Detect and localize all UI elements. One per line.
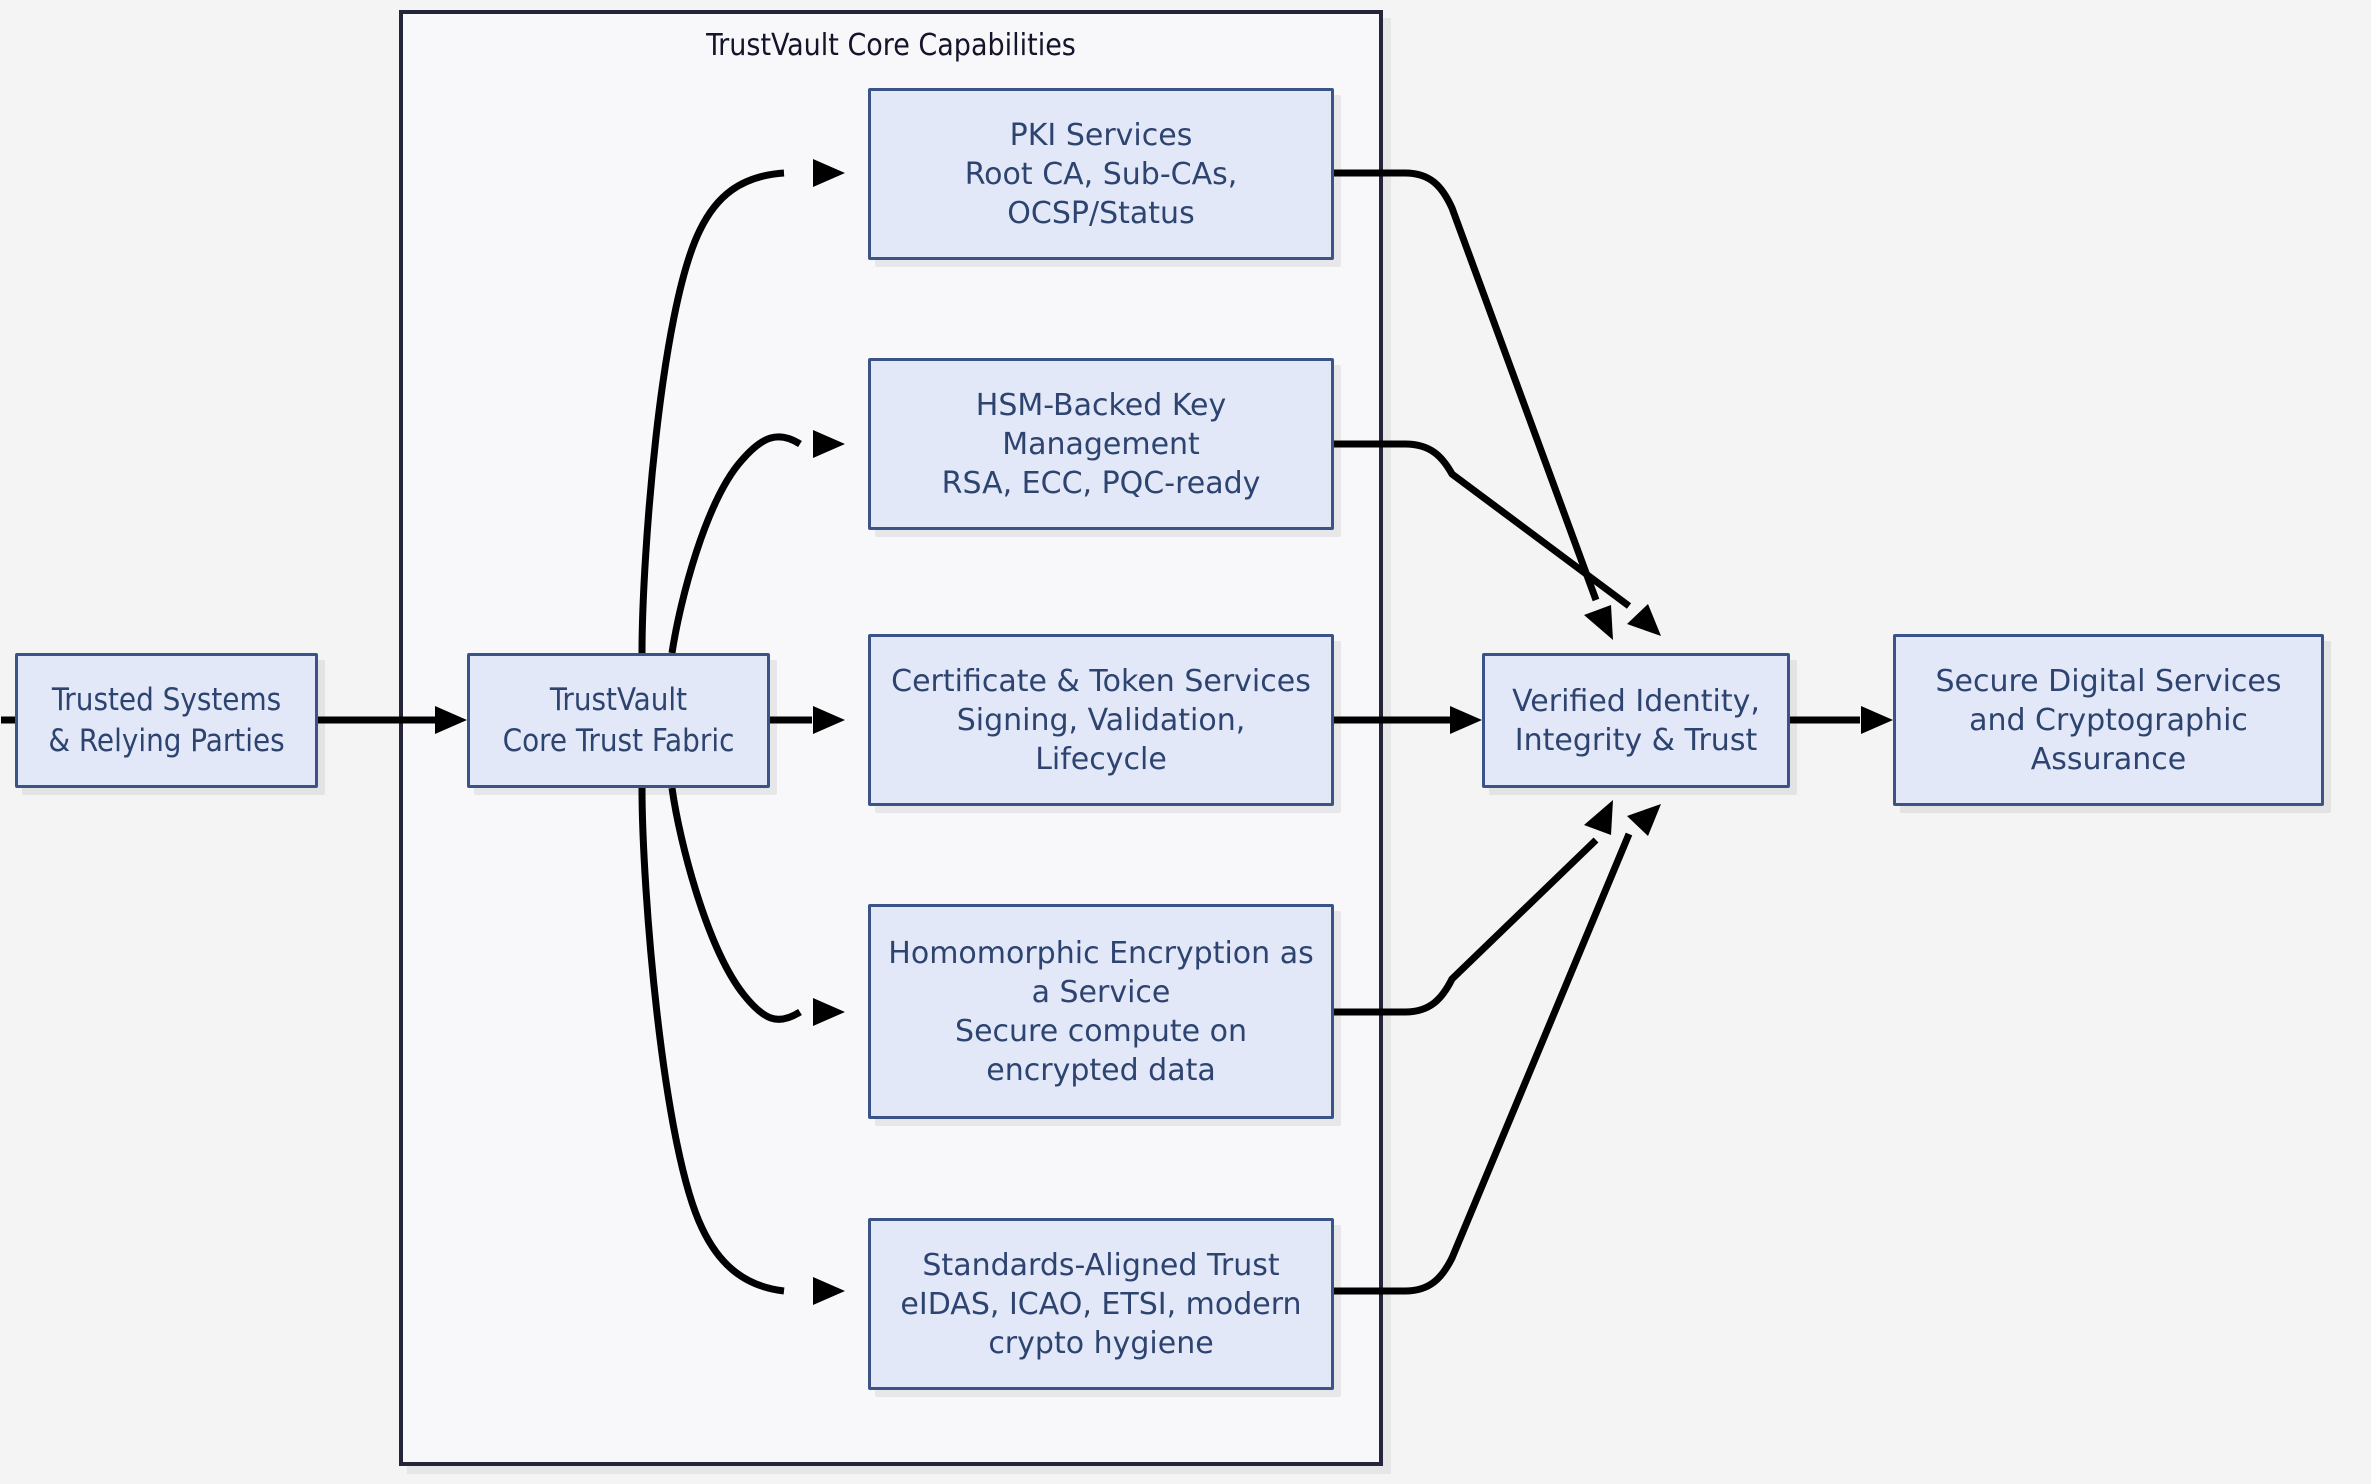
edge-verified-identity-to-secure-services: [1790, 706, 1893, 734]
node-text-line: crypto hygiene: [988, 1325, 1214, 1361]
node-text-line: Assurance: [2030, 741, 2187, 777]
node-text-line: Verified Identity,: [1512, 683, 1760, 719]
node-text-line: Certificate & Token Services: [891, 663, 1311, 699]
node-text-line: Root CA, Sub-CAs,: [964, 156, 1238, 192]
node-text-line: Management: [1002, 426, 1200, 462]
node-text-line: OCSP/Status: [1007, 195, 1195, 231]
node-text-line: RSA, ECC, PQC-ready: [941, 465, 1261, 501]
node-text-line: HSM-Backed Key: [975, 387, 1227, 423]
node-trusted-systems[interactable]: Trusted Systems & Relying Parties: [15, 653, 318, 788]
node-text-line: Lifecycle: [1035, 741, 1167, 777]
node-text-line: TrustVault: [549, 682, 688, 719]
node-standards-aligned-trust[interactable]: Standards-Aligned Trust eIDAS, ICAO, ETS…: [868, 1218, 1334, 1390]
node-core-trust-fabric[interactable]: TrustVault Core Trust Fabric: [467, 653, 770, 788]
node-verified-identity[interactable]: Verified Identity, Integrity & Trust: [1482, 653, 1790, 788]
node-text-line: Secure compute on: [955, 1013, 1247, 1049]
node-text-line: & Relying Parties: [48, 722, 285, 759]
node-text-line: a Service: [1031, 974, 1171, 1010]
node-text-line: Integrity & Trust: [1514, 722, 1758, 758]
node-text-line: Standards-Aligned Trust: [922, 1247, 1280, 1283]
edge-standards-to-verified-identity: [1334, 804, 1661, 1295]
node-homomorphic-encryption[interactable]: Homomorphic Encryption as a Service Secu…: [868, 904, 1334, 1119]
node-text-line: Core Trust Fabric: [502, 722, 735, 759]
node-text-line: Signing, Validation,: [956, 702, 1246, 738]
node-text-line: eIDAS, ICAO, ETSI, modern: [900, 1286, 1302, 1322]
edge-hsm-to-verified-identity: [1334, 440, 1661, 636]
node-text-line: and Cryptographic: [1969, 702, 2248, 738]
node-text-line: Trusted Systems: [51, 682, 282, 719]
node-text-line: PKI Services: [1009, 117, 1193, 153]
node-certificate-token-services[interactable]: Certificate & Token Services Signing, Va…: [868, 634, 1334, 806]
node-text-line: Homomorphic Encryption as: [888, 935, 1314, 971]
node-pki-services[interactable]: PKI Services Root CA, Sub-CAs, OCSP/Stat…: [868, 88, 1334, 260]
node-text-line: encrypted data: [986, 1052, 1216, 1088]
node-text-line: Secure Digital Services: [1935, 663, 2282, 699]
cluster-title: TrustVault Core Capabilities: [706, 28, 1076, 63]
node-hsm-key-management[interactable]: HSM-Backed Key Management RSA, ECC, PQC-…: [868, 358, 1334, 530]
node-secure-digital-services[interactable]: Secure Digital Services and Cryptographi…: [1893, 634, 2324, 806]
